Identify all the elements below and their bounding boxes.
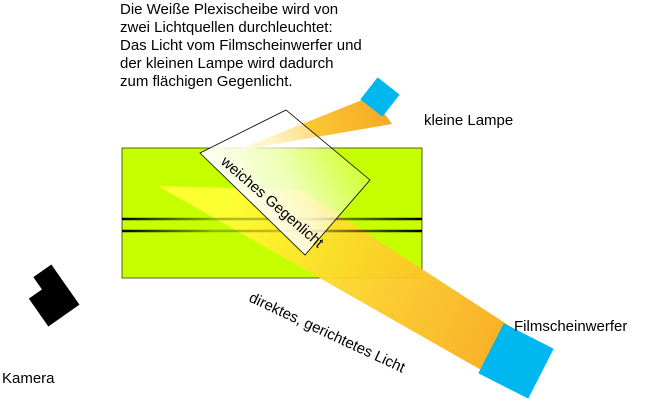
caption: Die Weiße Plexischeibe wird von zwei Lic… [120, 1, 420, 91]
caption-line: zum flächigen Gegenlicht. [120, 73, 293, 90]
camera-icon [28, 264, 80, 327]
small-lamp-label: kleine Lampe [424, 112, 513, 129]
caption-line: Die Weiße Plexischeibe wird von [120, 1, 339, 18]
plexi-panel [199, 109, 371, 256]
camera-label: Kamera [2, 370, 55, 387]
caption-line: der kleinen Lampe wird dadurch [120, 55, 334, 72]
small-lamp-icon [360, 77, 400, 117]
caption-line: Das Licht vom Filmscheinwerfer und [120, 37, 362, 54]
spotlight-label: Filmscheinwerfer [514, 318, 627, 335]
spotlight-icon [478, 323, 554, 399]
spotlight-light-cone [158, 186, 516, 375]
caption-line: zwei Lichtquellen durchleuchtet: [120, 19, 333, 36]
